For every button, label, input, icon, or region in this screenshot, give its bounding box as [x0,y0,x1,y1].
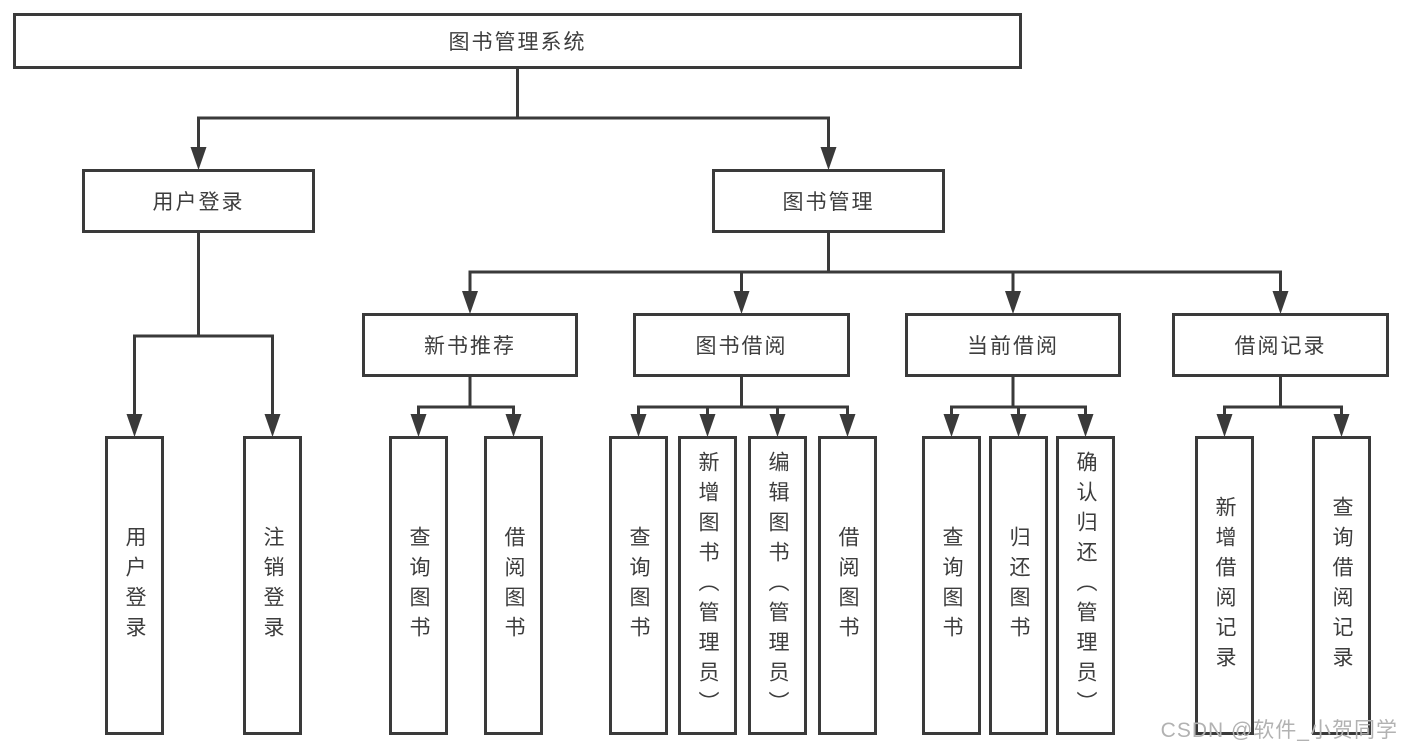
arrowhead-icon [630,414,856,437]
leaf-label: 查询借阅记录 [1330,495,1353,676]
leaf-label: 确认归还（管理员） [1074,450,1097,721]
connector-group-book-management [462,231,1289,314]
leaf-label: 借阅图书 [502,525,525,646]
leaf-label: 查询图书 [940,525,963,646]
node-new-book-recommend: 新书推荐 [362,313,578,377]
leaf-current-return-books: 归还图书 [989,436,1048,735]
connector-line [468,231,1282,296]
leaf-borrow-query-books: 查询图书 [609,436,668,735]
arrowhead-icon [410,414,522,437]
leaf-label: 注销登录 [261,525,284,646]
arrowhead-icon [462,291,1289,314]
connector-group-recommend [410,375,522,437]
connector-group-root [190,67,837,170]
leaf-label: 用户登录 [123,525,146,646]
connector-line [133,231,274,418]
arrowhead-icon [126,414,281,437]
connector-line [637,375,849,418]
leaf-label: 新增借阅记录 [1213,495,1236,676]
connector-line [197,67,830,152]
leaf-label: 查询图书 [407,525,430,646]
node-user-login: 用户登录 [82,169,315,233]
leaf-current-confirm-return-admin: 确认归还（管理员） [1056,436,1115,735]
leaf-recommend-borrow-books: 借阅图书 [484,436,543,735]
connector-line [1223,375,1343,418]
leaf-logout: 注销登录 [243,436,302,735]
leaf-label: 查询图书 [627,525,650,646]
connector-group-current [943,375,1094,437]
node-root: 图书管理系统 [13,13,1022,69]
node-book-management: 图书管理 [712,169,945,233]
arrowhead-icon [190,147,837,170]
leaf-label: 归还图书 [1007,525,1030,646]
node-current-borrow: 当前借阅 [905,313,1121,377]
connector-group-records [1216,375,1350,437]
node-borrow-records: 借阅记录 [1172,313,1389,377]
arrowhead-icon [1216,414,1350,437]
leaf-label: 编辑图书（管理员） [766,450,789,721]
leaf-records-add-record: 新增借阅记录 [1195,436,1254,735]
leaf-user-login: 用户登录 [105,436,164,735]
leaf-borrow-borrow-books: 借阅图书 [818,436,877,735]
connector-line [417,375,515,418]
leaf-records-query-record: 查询借阅记录 [1312,436,1371,735]
arrowhead-icon [943,414,1094,437]
leaf-label: 新增图书（管理员） [696,450,719,721]
leaf-current-query-books: 查询图书 [922,436,981,735]
leaf-label: 借阅图书 [836,525,859,646]
watermark: CSDN @软件_小贺同学 [1160,719,1398,742]
leaf-borrow-add-books-admin: 新增图书（管理员） [678,436,737,735]
leaf-recommend-query-books: 查询图书 [389,436,448,735]
node-book-borrow: 图书借阅 [633,313,850,377]
connector-group-user-login [126,231,281,437]
connector-group-borrow [630,375,856,437]
connector-line [950,375,1087,418]
leaf-borrow-edit-books-admin: 编辑图书（管理员） [748,436,807,735]
